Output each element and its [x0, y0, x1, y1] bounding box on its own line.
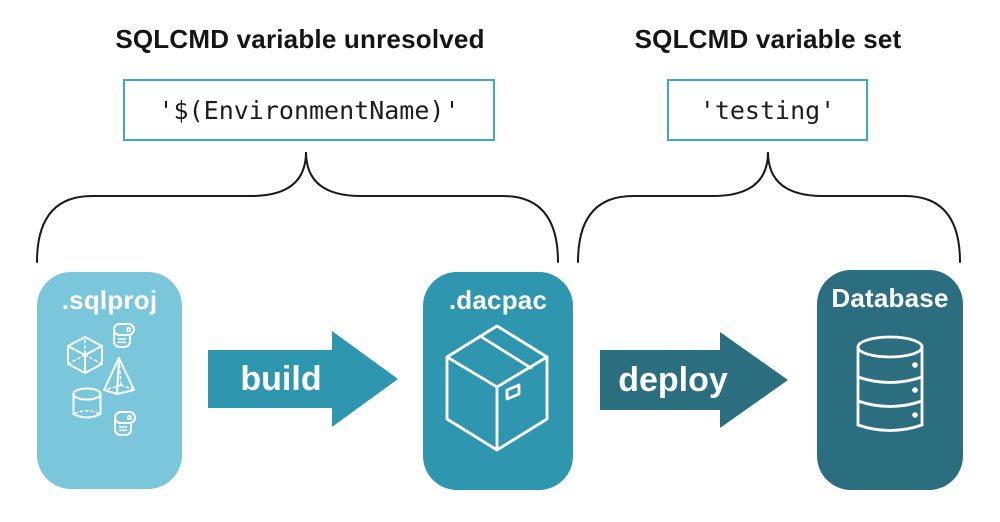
- left-brace: [36, 151, 559, 263]
- database-node-title: Database: [831, 283, 949, 313]
- resolved-variable-box: 'testing': [667, 79, 868, 141]
- build-arrow-shape: [208, 331, 398, 427]
- deploy-arrow: deploy: [600, 332, 788, 428]
- deploy-arrow-label: deploy: [618, 360, 728, 399]
- database-node: Database: [817, 270, 963, 490]
- unresolved-variable-value: '$(EnvironmentName)': [158, 95, 460, 125]
- database-cylinder-icon: [856, 335, 924, 432]
- script-scroll-icon: [113, 323, 135, 348]
- cylinder-icon: [72, 387, 102, 419]
- script-scroll-icon: [114, 411, 136, 436]
- sqlproj-node-title: .sqlproj: [61, 285, 158, 315]
- cube-icon: [67, 336, 103, 374]
- dacpac-node-title: .dacpac: [448, 285, 548, 315]
- right-heading: SQLCMD variable set: [634, 24, 902, 54]
- sqlproj-node: .sqlproj: [37, 272, 182, 489]
- build-arrow-label: build: [240, 359, 322, 398]
- deploy-arrow-shape: [600, 332, 788, 428]
- package-box-icon: [445, 324, 549, 452]
- unresolved-variable-box: '$(EnvironmentName)': [123, 79, 495, 141]
- build-arrow: build: [208, 331, 398, 427]
- resolved-variable-value: 'testing': [699, 95, 836, 125]
- right-brace: [577, 151, 961, 263]
- dacpac-node: .dacpac: [423, 272, 573, 490]
- pyramid-icon: [103, 357, 135, 395]
- sql-objects-icons: [67, 323, 136, 436]
- left-heading: SQLCMD variable unresolved: [115, 24, 485, 54]
